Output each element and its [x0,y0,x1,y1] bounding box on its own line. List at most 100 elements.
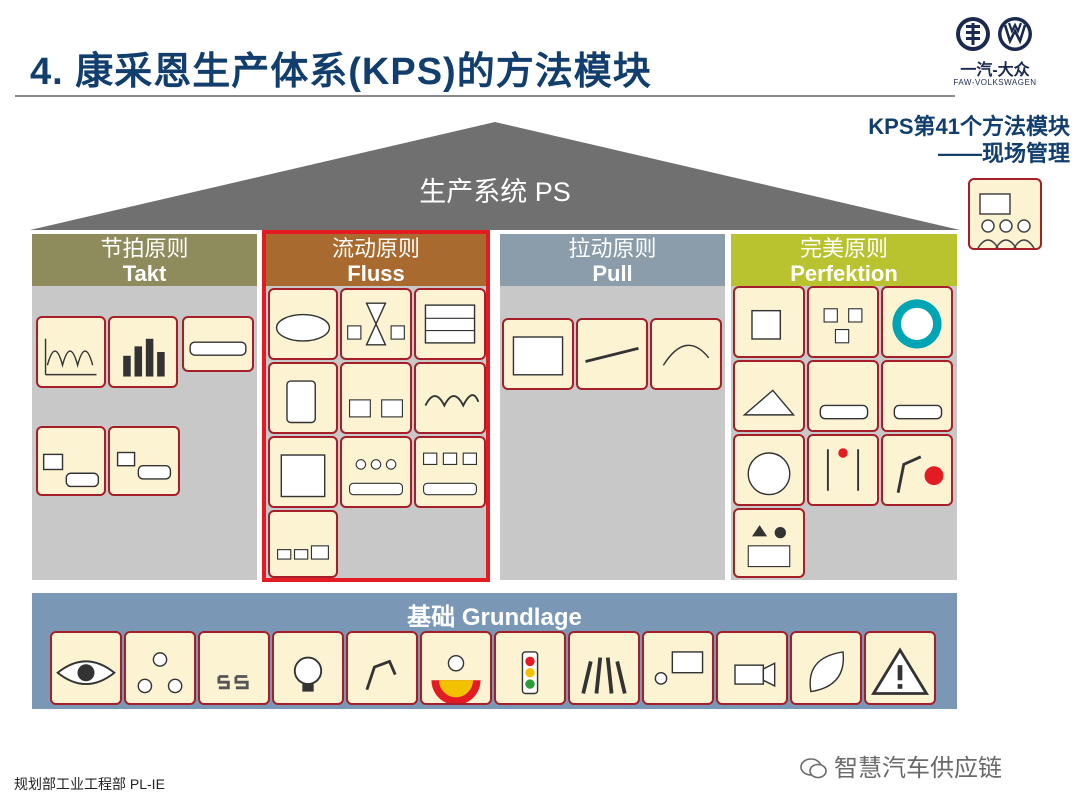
note-line-1: KPS第41个方法模块 [868,114,1070,139]
method-card [420,631,492,705]
method-card [733,434,805,506]
method-card [502,318,574,390]
pillar-pull-header: 拉动原则 Pull [500,234,725,286]
vw-logo-icon [998,17,1032,51]
pillar-perfektion-zh: 完美原则 [799,236,888,261]
footer-department: 规划部工业工程部 PL-IE [14,776,165,792]
pillar-fluss-header: 流动原则 Fluss [266,234,486,286]
leaf-icon [809,651,845,693]
method-card [340,362,412,434]
method-card [494,631,566,705]
buffer-icon [585,346,639,363]
traffic-light-icon [521,651,539,695]
work-cycle-icon [137,652,183,694]
workstation-icon [42,453,100,488]
base-label: 基础 Grundlage [407,604,582,631]
sequence-icon [348,459,404,496]
roof-ps [30,122,960,230]
robot-arm-icon [896,455,944,493]
method-card [340,288,412,360]
shelf-rack-icon [424,304,476,344]
training-icon [654,651,704,685]
method-card [198,631,270,705]
method-card [268,362,338,434]
set-grid-icon [280,454,326,498]
method-card [340,436,412,508]
hourglass-icon [347,302,405,346]
wechat-watermark: 智慧汽车供应链 [800,748,1002,783]
logistics-icon [422,452,478,496]
method-card [807,286,879,358]
ergonomics-icon [365,659,397,691]
pillar-takt: 节拍原则 Takt [32,234,257,580]
method-card [642,631,714,705]
method-card [414,288,486,360]
team-hands-icon [581,657,627,694]
one-touch-icon [751,309,782,340]
method-card [733,508,805,578]
title-divider [15,95,955,97]
pillar-takt-header: 节拍原则 Takt [32,234,257,286]
wechat-account-name: 智慧汽车供应链 [834,755,1002,782]
pillar-takt-zh: 节拍原则 [100,236,189,261]
spring-supply-icon [424,394,480,408]
method-card [807,434,879,506]
pillar-pull-de: Pull [592,261,633,286]
pillar-fluss: 流动原则 Fluss [262,230,490,582]
tpm-icon [892,299,942,349]
takt-wave-icon [44,338,97,376]
method-card [182,316,254,372]
method-card [650,318,722,390]
pillar-perfektion: 完美原则 Perfektion [731,234,957,580]
supermarket-icon [512,336,564,376]
method-card [881,360,953,432]
shopfloor-team-icon [977,193,1035,249]
eye-icon [56,660,116,685]
bar-chart-icon [123,338,165,377]
pillar-fluss-de: Fluss [347,261,405,286]
method-card [36,426,106,496]
pillar-fluss-zh: 流动原则 [331,236,420,261]
kps-module-note: KPS第41个方法模块 ——现场管理 [838,113,1070,167]
method-card [881,434,953,506]
method-card [50,631,122,705]
visualization-icon [893,404,943,420]
method-card [414,436,486,508]
method-card [733,360,805,432]
roof-label: 生产系统 PS [419,177,571,207]
warning-triangle-icon [871,647,929,695]
low-cost-automation-icon [742,389,796,416]
car-line-icon [189,341,247,356]
five-s-icon [217,675,249,690]
pillar-perfektion-header: 完美原则 Perfektion [731,234,957,286]
method-card [807,360,879,432]
note-line-2: ——现场管理 [937,141,1070,166]
method-card [733,286,805,358]
page-title: 4. 康采恩生产体系(KPS)的方法模块 [30,51,652,93]
grip-optimization-icon [431,655,481,703]
pillar-pull: 拉动原则 Pull [500,234,725,580]
kanban-icon [662,344,710,366]
method-card [108,316,178,388]
method-card [864,631,936,705]
method-card [124,631,196,705]
pillar-takt-de: Takt [122,261,167,286]
camera-icon [734,662,776,688]
base-grundlage: 基础 Grundlage [32,593,957,709]
tugger-train-icon [277,545,329,560]
klt-supermarket-icon [348,399,404,418]
method-card [108,426,180,496]
logo-text: 一汽-大众 [960,62,1030,79]
method-card [881,286,953,358]
pillar-pull-zh: 拉动原则 [568,236,657,261]
logo-subtext: FAW-VOLKSWAGEN [953,78,1037,87]
car-station-icon [116,451,172,480]
wechat-icon [800,758,827,779]
method-card [268,510,338,578]
method-card [268,288,338,360]
pillar-perfektion-de: Perfektion [790,261,898,286]
human-machine-icon [823,308,863,344]
process-quality-icon [747,452,791,496]
light-bulb-icon [293,656,323,692]
method-card [790,631,862,705]
